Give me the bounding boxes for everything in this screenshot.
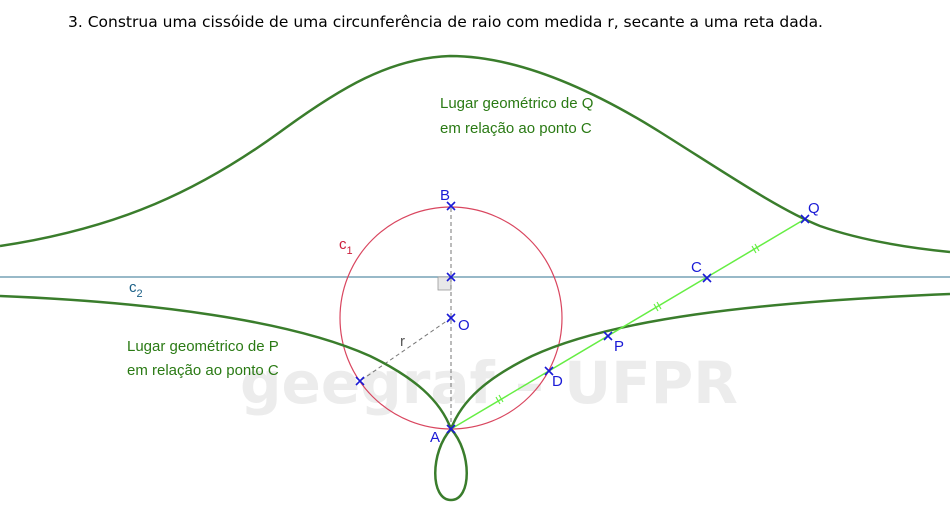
label-d: D: [552, 373, 563, 390]
point-o-marker: [446, 313, 456, 323]
problem-statement: 3. Construa uma cissóide de uma circunfe…: [68, 13, 823, 31]
locus-p-curve-right: [449, 292, 950, 430]
point-a-marker: [446, 424, 456, 434]
locus-p-loop: [434, 428, 468, 502]
locus-q-line1: Lugar geométrico de Q: [440, 95, 593, 112]
label-c1: c1: [339, 236, 353, 257]
point-q-marker: [800, 214, 810, 224]
radius-segment: [359, 317, 452, 382]
label-a: A: [430, 429, 440, 446]
point-radius-end-marker: [355, 376, 365, 386]
label-c2: c2: [129, 279, 143, 300]
label-o: O: [458, 317, 470, 334]
point-c-marker: [702, 273, 712, 283]
locus-q-curve: [0, 54, 950, 254]
point-b-marker: [446, 201, 456, 211]
locus-p-curve-left: [0, 294, 453, 430]
locus-q-line2: em relação ao ponto C: [440, 120, 592, 137]
label-r: r: [400, 333, 405, 350]
label-b: B: [440, 187, 450, 204]
segment-a-q: [450, 218, 806, 430]
label-q: Q: [808, 200, 820, 217]
equal-length-ticks: [495, 243, 760, 405]
point-foot-marker: [446, 272, 456, 282]
locus-p-line1: Lugar geométrico de P: [127, 338, 279, 355]
point-p-marker: [603, 331, 613, 341]
locus-p-line2: em relação ao ponto C: [127, 362, 279, 379]
point-d-marker: [544, 366, 554, 376]
label-p: P: [614, 338, 624, 355]
label-c: C: [691, 259, 702, 276]
